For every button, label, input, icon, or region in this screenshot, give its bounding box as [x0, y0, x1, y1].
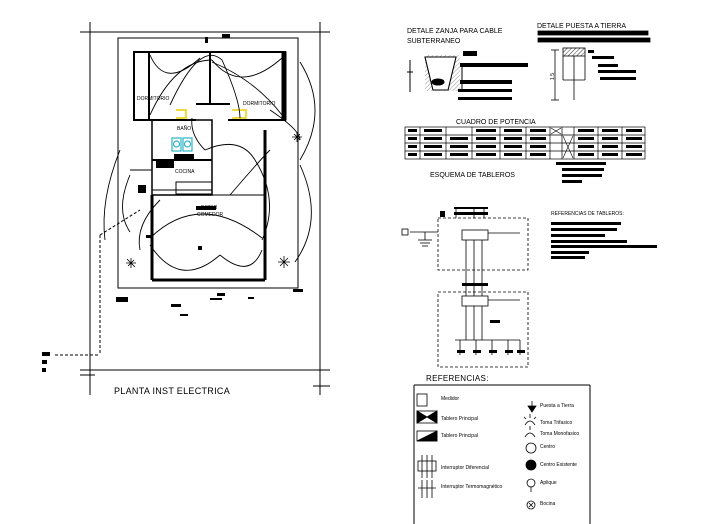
ref-centro-existente: Centro Existente	[540, 462, 577, 468]
aplique-icon	[526, 478, 536, 488]
bathroom-fixtures	[171, 137, 193, 152]
esquema-marks	[440, 207, 525, 353]
ref-aplique: Aplique	[540, 480, 557, 486]
ref-toma-trifasico: Toma Trifasico	[540, 420, 573, 426]
feeder-line	[55, 209, 141, 356]
cuadro-cells	[408, 129, 642, 183]
room-label-cocina: COCINA	[175, 169, 195, 175]
zanja-leaders	[458, 51, 528, 100]
ref-tablero-principal-2: Tablero Principal	[441, 433, 478, 439]
centro-existente-icon	[525, 459, 537, 471]
ref-puesta-tierra: Puesta a Tierra	[540, 403, 574, 409]
tierra-dimension: 1.5	[549, 73, 556, 80]
tierra-title: DETALE PUESTA A TIERRA	[537, 23, 627, 30]
esquema-title: ESQUEMA DE TABLEROS	[430, 172, 515, 179]
reference-symbols	[416, 393, 537, 510]
references-box	[413, 384, 591, 524]
cuadro-table	[404, 126, 646, 160]
zanja-detail	[407, 55, 463, 92]
ref-bocina: Bocina	[540, 501, 556, 507]
house-walls	[117, 37, 299, 289]
centro-icon	[525, 442, 537, 454]
plan-dark-marks	[42, 34, 303, 372]
toma-trifasico-icon	[523, 414, 537, 426]
tableros-ref-title: REFERENCIAS DE TABLEROS:	[551, 211, 624, 217]
floor-plan	[55, 22, 330, 395]
room-label-bano: BAÑO	[177, 126, 192, 132]
ref-centro: Centro	[540, 444, 556, 450]
plant-symbols	[126, 132, 302, 268]
ref-medidor: Medidor	[441, 396, 460, 402]
esquema-diagram	[401, 208, 529, 368]
toma-monofasico-icon	[524, 426, 536, 438]
room-label-comedor: COMEDOR	[197, 212, 224, 218]
ref-interruptor-diferencial: Interruptor Diferencial	[441, 465, 490, 471]
tableros-ref-lines	[551, 222, 657, 259]
references-title: REFERENCIAS:	[426, 374, 489, 383]
zanja-title-line-1: DETALE ZANJA PARA CABLE	[407, 28, 503, 35]
ref-interruptor-termomagnetico: Interruptor Termomagnético	[441, 484, 503, 490]
medidor-symbol-icon	[416, 393, 428, 407]
room-label-dormitorio-left: DORMITORIO	[137, 96, 170, 102]
yellow-fixtures	[176, 109, 247, 119]
room-label-dormitorio-right: DORMITORIO	[243, 101, 276, 107]
room-label-estar: ESTAR	[201, 205, 218, 211]
ref-toma-monofasico: Toma Monofasico	[540, 431, 580, 437]
cuadro-title: CUADRO DE POTENCIA	[456, 119, 536, 126]
site-boundary	[80, 22, 330, 395]
puesta-tierra-icon	[527, 405, 537, 413]
bocina-icon	[526, 500, 536, 510]
plan-title: PLANTA INST ELECTRICA	[114, 386, 230, 396]
zanja-title-line-2: SUBTERRANEO	[407, 38, 461, 45]
tierra-detail	[537, 30, 651, 101]
tierra-leaders	[588, 50, 636, 80]
ref-tablero-principal-1: Tablero Principal	[441, 416, 478, 422]
cuadro-cross-cells	[550, 127, 574, 159]
